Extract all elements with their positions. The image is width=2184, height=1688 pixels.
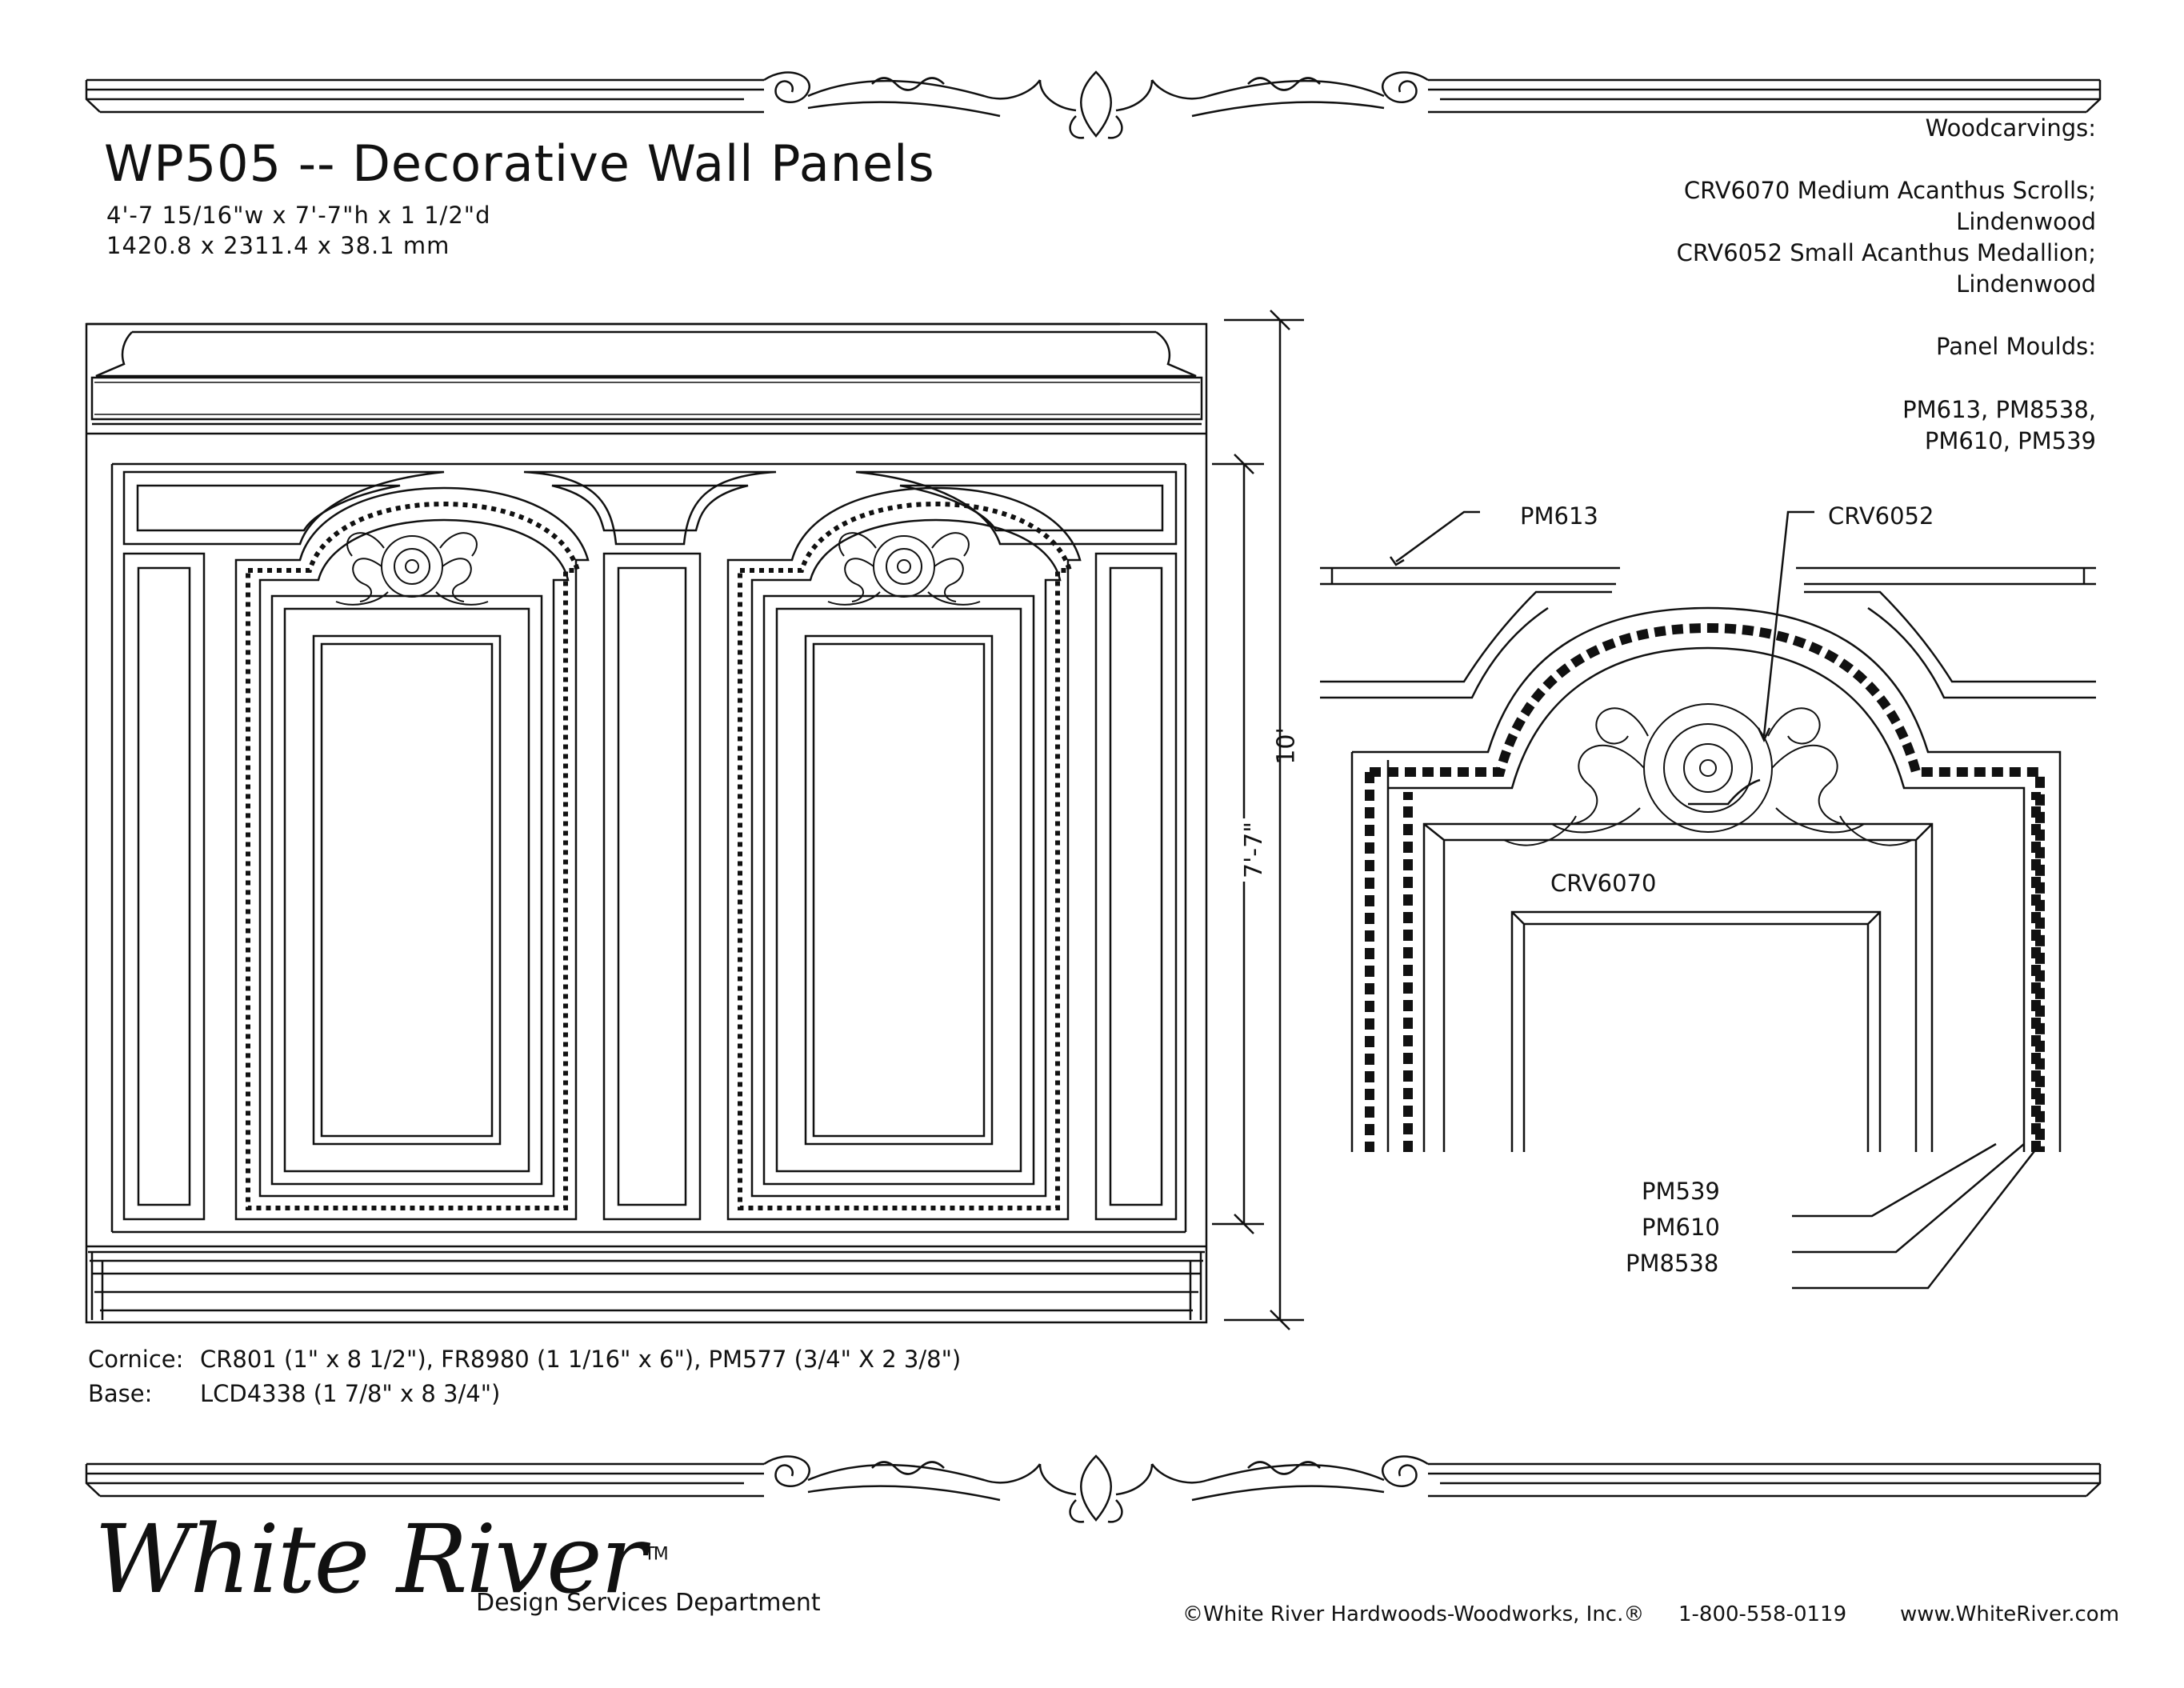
medallion-left: [335, 532, 489, 606]
cornice-note: Cornice: CR801 (1" x 8 1/2"), FR8980 (1 1…: [88, 1346, 961, 1373]
top-panel-center: [523, 470, 777, 546]
panel-moulds-heading: Panel Moulds:: [1936, 333, 2096, 360]
side-panel-center: [602, 552, 702, 1221]
overall-height-label: 10': [1272, 727, 1301, 765]
callout-pm613: PM613: [1520, 502, 1598, 530]
leader-crv6070: [1688, 778, 1761, 806]
side-panel-left: [122, 552, 206, 1221]
wall-panel-elevation: [85, 310, 1304, 1330]
panel-moulds-line1: PM613, PM8538,: [1902, 396, 2096, 423]
logo-trademark: TM: [644, 1544, 668, 1565]
carving-crv6052-line2: Lindenwood: [1956, 270, 2096, 298]
panel-moulds-line2: PM610, PM539: [1924, 427, 2096, 454]
bottom-ornament-banner: [85, 1454, 2102, 1523]
cornice-value: CR801 (1" x 8 1/2"), FR8980 (1 1/16" x 6…: [200, 1346, 962, 1373]
carving-crv6070-line2: Lindenwood: [1956, 208, 2096, 235]
base-note: Base: LCD4338 (1 7/8" x 8 3/4"): [88, 1380, 500, 1407]
dimensions-metric: 1420.8 x 2311.4 x 38.1 mm: [106, 232, 450, 259]
leader-pm8538: [1792, 1143, 2041, 1290]
carving-crv6052-line1: CRV6052 Small Acanthus Medallion;: [1676, 239, 2096, 266]
dimension-line-overall: [1224, 310, 1304, 1330]
pm613-top-left: [1320, 566, 1620, 586]
cornice: [86, 322, 1206, 435]
base-label: Base:: [88, 1380, 153, 1407]
department-label: Design Services Department: [476, 1589, 821, 1617]
base-value: LCD4338 (1 7/8" x 8 3/4"): [200, 1380, 501, 1407]
callout-pm610: PM610: [1642, 1214, 1720, 1241]
leader-crv6052: [1757, 510, 1814, 742]
carving-crv6070-line1: CRV6070 Medium Acanthus Scrolls;: [1683, 177, 2096, 204]
leader-pm610: [1792, 1143, 2025, 1254]
panel-height-label: 7'-7": [1240, 818, 1269, 882]
top-panel-left: [122, 470, 445, 546]
top-panel-right: [855, 470, 1178, 546]
white-river-logo: White RiverTM: [94, 1504, 669, 1614]
callout-crv6070: CRV6070: [1550, 870, 1657, 897]
callout-pm539: PM539: [1642, 1178, 1720, 1205]
arched-panel-left: [234, 486, 590, 1221]
detail-medallion: [1503, 703, 1913, 846]
elevation-outline: [85, 322, 1208, 1324]
logo-text: White River: [94, 1504, 646, 1614]
top-ornament-banner: [85, 70, 2102, 139]
cornice-label: Cornice:: [88, 1346, 184, 1373]
medallion-right: [827, 532, 981, 606]
pm613-top-right: [1796, 566, 2096, 586]
pm8538-moulding: [1350, 606, 2062, 1152]
dimensions-imperial: 4'-7 15/16"w x 7'-7"h x 1 1/2"d: [106, 202, 491, 229]
leader-pm613: [1389, 510, 1480, 566]
pm539-moulding: [1510, 910, 1882, 1152]
website-link[interactable]: www.WhiteRiver.com: [1900, 1602, 2120, 1626]
moulding-detail-drawing: [1320, 510, 2096, 1290]
leader-pm539: [1792, 1142, 1997, 1218]
pm610-moulding: [1422, 822, 1934, 1152]
callout-pm8538: PM8538: [1626, 1250, 1719, 1277]
copyright-notice: ©White River Hardwoods-Woodworks, Inc.®: [1182, 1602, 1645, 1626]
side-panel-right: [1094, 552, 1178, 1221]
phone-number: 1-800-558-0119: [1678, 1602, 1847, 1626]
callout-crv6052: CRV6052: [1828, 502, 1934, 530]
arched-panel-right: [726, 486, 1082, 1221]
page-title: WP505 -- Decorative Wall Panels: [104, 134, 935, 193]
base: [86, 1245, 1206, 1320]
woodcarvings-heading: Woodcarvings:: [1925, 114, 2096, 142]
